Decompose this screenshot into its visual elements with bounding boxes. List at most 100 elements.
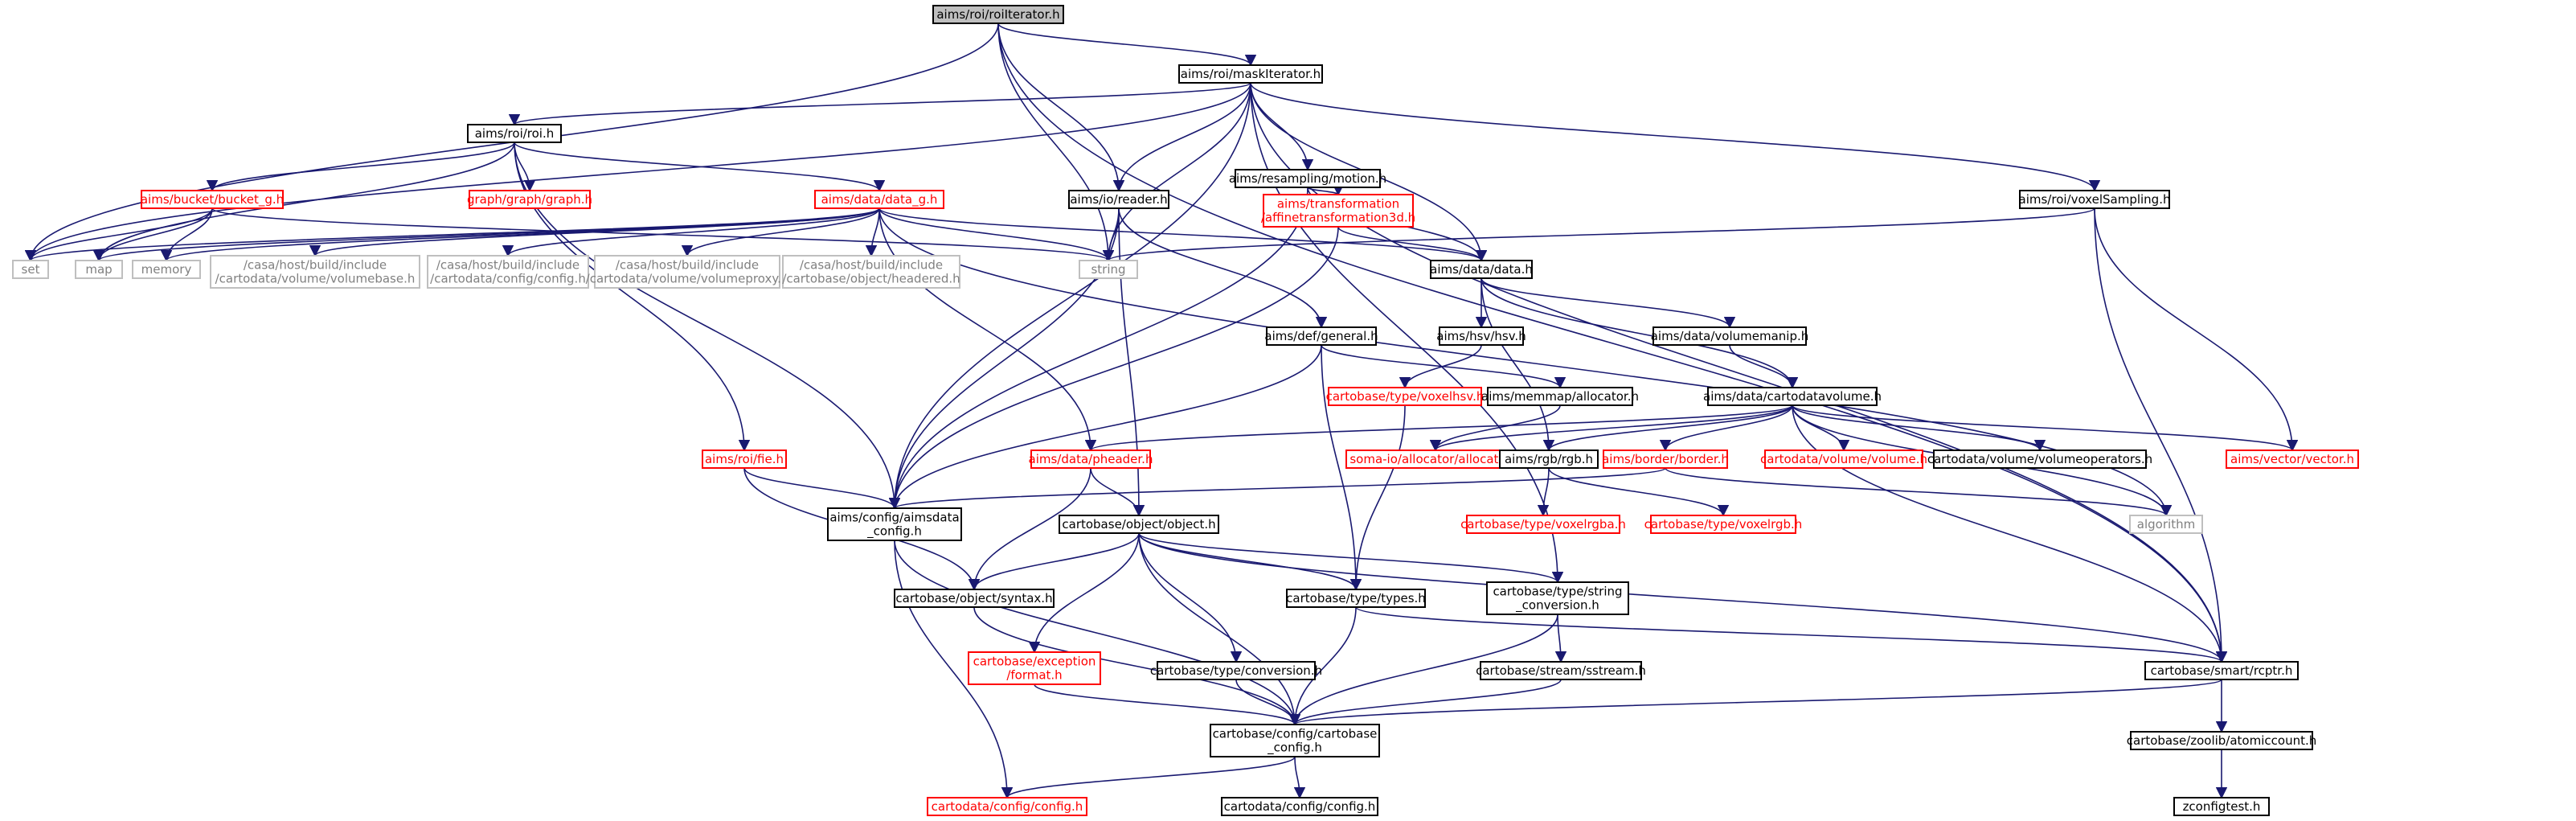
node-cartodatavolume[interactable]: aims/data/cartodatavolume.h <box>1703 387 1882 406</box>
node-box <box>1030 449 1151 469</box>
node-rcptr[interactable]: cartobase/smart/rcptr.h <box>2144 661 2299 680</box>
node-label: cartobase/type/string <box>1493 585 1622 599</box>
node-box <box>1178 64 1323 84</box>
node-reader[interactable]: aims/io/reader.h <box>1068 190 1169 209</box>
node-voxelsampling[interactable]: aims/roi/voxelSampling.h <box>2019 190 2171 209</box>
include-edge-data_g-to-algorithm <box>878 207 2173 517</box>
include-edge-general-to-allocator_h <box>1321 344 1566 389</box>
node-box <box>469 190 591 209</box>
include-edge-types-to-cb_config <box>1288 606 1357 726</box>
include-edge-cartodatavolume-to-soma_alloc <box>1430 404 1793 452</box>
node-allocator_h[interactable]: aims/memmap/allocator.h <box>1481 387 1639 406</box>
include-edge-object-to-conversion <box>1138 532 1243 663</box>
node-vector[interactable]: aims/vector/vector.h <box>2226 449 2359 469</box>
include-edge-general-to-aimsdata_config <box>888 344 1322 510</box>
node-graph[interactable]: graph/graph/graph.h <box>467 190 592 209</box>
node-general[interactable]: aims/def/general.h <box>1264 326 1378 346</box>
include-edge-data-to-cartodatavolume <box>1480 277 1799 389</box>
include-edge-rgb-to-voxelrgb <box>1548 467 1730 517</box>
node-label: cartobase/zoolib/atomiccount.h <box>2127 733 2316 748</box>
node-box <box>814 190 944 209</box>
node-label: cartodata/config/config.h <box>932 799 1083 814</box>
node-cb_config[interactable]: cartobase/config/cartobase_config.h <box>1210 724 1380 757</box>
node-conversion[interactable]: cartobase/type/conversion.h <box>1150 661 1322 680</box>
include-edge-data_g-to-memory <box>161 207 880 262</box>
include-edge-data-to-volumemanip <box>1480 277 1736 329</box>
include-edge-border-to-algorithm <box>1665 467 2172 517</box>
node-atomiccount[interactable]: cartobase/zoolib/atomiccount.h <box>2127 731 2316 750</box>
node-affine[interactable]: aims/transformation/affinetransformation… <box>1261 194 1415 228</box>
include-edge-affine-to-data <box>1337 226 1488 262</box>
node-box <box>2019 190 2170 209</box>
include-edge-object-to-syntax <box>968 532 1140 591</box>
node-voxelrgb[interactable]: cartobase/type/voxelrgb.h <box>1644 515 1803 534</box>
node-string_conv[interactable]: cartobase/type/string_conversion.h <box>1486 581 1629 615</box>
node-volume_h[interactable]: cartodata/volume/volume.h <box>1760 449 1927 469</box>
node-voxelrgba[interactable]: cartobase/type/voxelrgba.h <box>1460 515 1626 534</box>
include-edge-maskiterator-to-aimsdata_config <box>888 82 1251 510</box>
node-soma_alloc[interactable]: soma-io/allocator/allocator.h <box>1345 449 1526 469</box>
node-label: aims/roi/roiIterator.h <box>936 7 1059 22</box>
node-cd_config[interactable]: cartodata/config/config.h <box>1221 797 1378 816</box>
node-label: /casa/host/build/include <box>244 258 387 273</box>
node-algorithm: algorithm <box>2129 515 2203 534</box>
node-sstream[interactable]: cartobase/stream/sstream.h <box>1476 661 1646 680</box>
node-fie[interactable]: aims/roi/fie.h <box>702 449 787 469</box>
node-label: aims/roi/roi.h <box>475 126 555 141</box>
node-box <box>210 255 420 289</box>
node-volumeops[interactable]: cartodata/volume/volumeoperators.h <box>1927 449 2152 469</box>
node-roiiterator[interactable]: aims/roi/roiIterator.h <box>932 5 1064 24</box>
node-box <box>1499 449 1599 469</box>
node-label: aims/roi/maskIterator.h <box>1181 67 1321 81</box>
include-edge-cb_config-to-cd_config_red <box>1001 756 1296 799</box>
node-hsv[interactable]: aims/hsv/hsv.h <box>1436 326 1526 346</box>
node-syntax[interactable]: cartobase/object/syntax.h <box>894 589 1055 608</box>
include-edge-object-to-string_conv <box>1138 532 1563 584</box>
include-edge-roi-to-map <box>92 142 515 262</box>
node-rgb[interactable]: aims/rgb/rgb.h <box>1499 449 1599 469</box>
node-box <box>1764 449 1923 469</box>
node-exc_format[interactable]: cartobase/exception/format.h <box>968 651 1101 685</box>
node-pheader[interactable]: aims/data/pheader.h <box>1029 449 1153 469</box>
include-edge-cartodatavolume-to-pheader <box>1085 404 1793 452</box>
node-cdconfig: /casa/host/build/include/cartodata/confi… <box>427 255 589 289</box>
node-box <box>427 255 589 289</box>
node-volumebase: /casa/host/build/include/cartodata/volum… <box>210 255 420 289</box>
node-zconfigtest[interactable]: zconfigtest.h <box>2173 797 2270 816</box>
include-edge-cb_config-to-cd_config <box>1293 756 1306 799</box>
node-maskiterator[interactable]: aims/roi/maskIterator.h <box>1178 64 1323 84</box>
node-voxelhsv[interactable]: cartobase/type/voxelhsv.h <box>1326 387 1485 406</box>
node-roi[interactable]: aims/roi/roi.h <box>467 124 562 143</box>
include-edge-object-to-types <box>1138 532 1362 591</box>
node-types[interactable]: cartobase/type/types.h <box>1286 589 1426 608</box>
node-box <box>1286 589 1426 608</box>
include-edge-voxelhsv-to-types <box>1349 404 1406 591</box>
node-label: /casa/host/build/include <box>616 258 759 273</box>
node-aimsdata_config[interactable]: aims/config/aimsdata_config.h <box>827 507 962 541</box>
node-data_g[interactable]: aims/data/data_g.h <box>814 190 944 209</box>
include-edge-types-to-rcptr <box>1355 606 2227 663</box>
node-label: aims/resampling/motion.h <box>1229 171 1386 186</box>
node-data[interactable]: aims/data/data.h <box>1430 260 1533 279</box>
include-edge-roiiterator-to-rcptr <box>997 23 2228 663</box>
node-border[interactable]: aims/border/border.h <box>1602 449 1729 469</box>
node-headered: /casa/host/build/include/cartobase/objec… <box>782 255 960 289</box>
node-label: aims/bucket/bucket_g.h <box>141 192 284 207</box>
include-edge-roi-to-data_g <box>514 142 885 192</box>
include-edge-general-to-types <box>1321 344 1362 591</box>
node-object[interactable]: cartobase/object/object.h <box>1059 515 1219 534</box>
node-label: aims/transformation <box>1277 197 1399 211</box>
include-edge-maskiterator-to-rcptr <box>1250 82 2228 663</box>
node-box <box>2226 449 2359 469</box>
node-volumemanip[interactable]: aims/data/volumemanip.h <box>1651 326 1809 346</box>
include-edge-conversion-to-cb_config <box>1235 679 1301 726</box>
node-cd_config_red[interactable]: cartodata/config/config.h <box>927 797 1087 816</box>
include-edge-exc_format-to-cb_config <box>1034 683 1301 726</box>
node-label: graph/graph/graph.h <box>467 192 592 207</box>
node-label: aims/border/border.h <box>1602 452 1729 466</box>
node-box <box>1439 326 1524 346</box>
node-motion[interactable]: aims/resampling/motion.h <box>1229 169 1386 188</box>
node-label: aims/vector/vector.h <box>2230 452 2354 466</box>
include-edge-pheader-to-object <box>1090 467 1145 517</box>
node-bucket_g[interactable]: aims/bucket/bucket_g.h <box>141 190 284 209</box>
